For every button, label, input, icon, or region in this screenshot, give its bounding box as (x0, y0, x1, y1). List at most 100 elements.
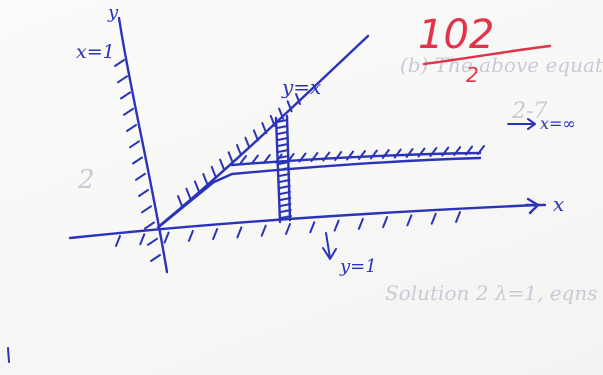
diag-hatch-mark (244, 136, 251, 149)
shelf-hatch-mark (334, 151, 343, 161)
strip-hatch-mark (280, 215, 292, 219)
diag-hatch-mark (202, 173, 209, 186)
stray-pen-mark (7, 347, 10, 363)
x-infinity-annotation: x=∞ (507, 114, 576, 133)
strip-hatch-mark (276, 119, 288, 123)
shelf-hatch-mark (441, 146, 450, 157)
x-axis-line (68, 203, 540, 240)
shelf-hatch-mark (417, 147, 426, 158)
diag-hatch-mark (193, 180, 200, 193)
vertical-strip (274, 114, 292, 224)
x-axis-hatch-mark (357, 217, 364, 230)
grade-mark: 102 2 (418, 12, 552, 87)
x-axis-hatch-mark (187, 229, 194, 242)
label-y-equals-1: y=1 (339, 256, 377, 277)
strip-hatch-mark (278, 179, 291, 183)
shelf-hatch-mark (298, 152, 307, 163)
diag-hatch-mark (210, 165, 217, 178)
diag-hatch-mark (252, 129, 259, 142)
y-axis-line (117, 16, 169, 274)
shelf-hatch-mark (310, 152, 319, 162)
shelf-hatch-mark (262, 154, 271, 164)
x-axis-hatch-mark (115, 235, 121, 247)
line-y-equals-x-hatching (177, 93, 301, 207)
bleed-through-text: (b) The above equations 2-7 2 Solution 2… (77, 53, 603, 305)
diag-hatch-mark (236, 144, 242, 156)
x-axis-hatch-mark (163, 231, 170, 244)
strip-hatch-mark (276, 131, 289, 135)
strip-hatching (276, 119, 292, 219)
label-x-infinity: x=∞ (540, 114, 576, 133)
shelf-hatch-mark (381, 149, 390, 159)
grade-fraction-bar (422, 44, 552, 66)
strip-hatch-mark (276, 137, 289, 141)
x-axis-hatch-mark (430, 212, 437, 225)
diag-hatch-mark (286, 100, 293, 113)
line-y-equals-1-stroke (158, 156, 482, 228)
strip-hatch-mark (277, 161, 290, 165)
shelf-hatch-mark (477, 145, 485, 155)
strip-hatch-mark (277, 155, 290, 159)
grade-score: 102 (418, 12, 494, 58)
x-axis-arrow-icon (524, 197, 547, 215)
grade-denominator: 2 (466, 63, 479, 87)
y-equals-1-annotation: y=1 (322, 232, 377, 277)
y-axis-label: y (107, 2, 119, 23)
diag-hatch-mark (269, 114, 276, 127)
x-axis-hatch-mark (212, 228, 219, 241)
y-axis: y (107, 2, 169, 274)
x-axis-hatch-mark (260, 224, 267, 237)
x-axis-label: x (553, 192, 564, 216)
y-axis-hatch-mark (114, 59, 125, 67)
x-axis-hatch-mark (285, 223, 291, 235)
strip-hatch-mark (279, 191, 291, 195)
y-axis-hatch-mark (150, 254, 161, 262)
y-axis-hatch-mark (141, 205, 152, 214)
shelf-hatch-mark (250, 154, 259, 165)
diag-hatch-mark (219, 158, 226, 171)
diag-hatch-mark (295, 93, 301, 105)
shelf-hatch-mark (322, 151, 331, 162)
line-y-equals-1-hatching (239, 145, 485, 165)
y-axis-hatch-mark (129, 140, 140, 149)
strip-hatch-mark (278, 167, 290, 171)
x-axis-hatch-mark (455, 211, 461, 223)
diag-hatch-mark (185, 187, 192, 200)
x-infinity-arrow-icon (507, 118, 536, 130)
strip-hatch-mark (279, 203, 292, 207)
diag-hatch-mark (227, 151, 234, 164)
shelf-hatch-mark (239, 155, 247, 165)
shelf-hatch-mark (393, 148, 402, 159)
y-axis-hatch-mark (126, 124, 137, 132)
strip-hatch-mark (278, 185, 291, 189)
strip-hatch-mark (278, 173, 291, 177)
label-x-equals-1: x=1 (76, 41, 115, 63)
x-axis-hatching (115, 211, 461, 247)
y-axis-hatch-mark (132, 156, 143, 165)
bleed-line-1: (b) The above equations (400, 53, 603, 77)
bleed-line-3: 2 (77, 165, 95, 195)
x-axis-hatch-mark (333, 219, 340, 232)
strip-hatch-mark (277, 143, 289, 147)
line-y-equals-x: y=x (156, 34, 370, 229)
y-axis-hatching (114, 59, 161, 262)
line-y-equals-x-label: y=x (281, 75, 321, 99)
strip-hatch-mark (279, 209, 292, 213)
x-axis-hatch-mark (382, 216, 389, 229)
y-axis-hatch-mark (135, 172, 146, 181)
shelf-hatch-mark (358, 150, 366, 160)
bleed-line-4: Solution 2 λ=1, eqns (385, 281, 597, 305)
x-axis-hatch-mark (406, 214, 413, 227)
shelf-hatch-mark (346, 150, 355, 161)
strip-hatch-mark (277, 149, 290, 153)
y-axis-hatch-mark (117, 75, 128, 84)
x-axis: x (68, 192, 564, 247)
y-axis-hatch-mark (120, 91, 131, 100)
y-axis-hatch-mark (123, 107, 134, 116)
shelf-hatch-mark (369, 149, 378, 160)
diag-hatch-mark (261, 122, 268, 135)
y-axis-hatch-mark (147, 237, 158, 246)
x-axis-hatch-mark (139, 233, 146, 246)
